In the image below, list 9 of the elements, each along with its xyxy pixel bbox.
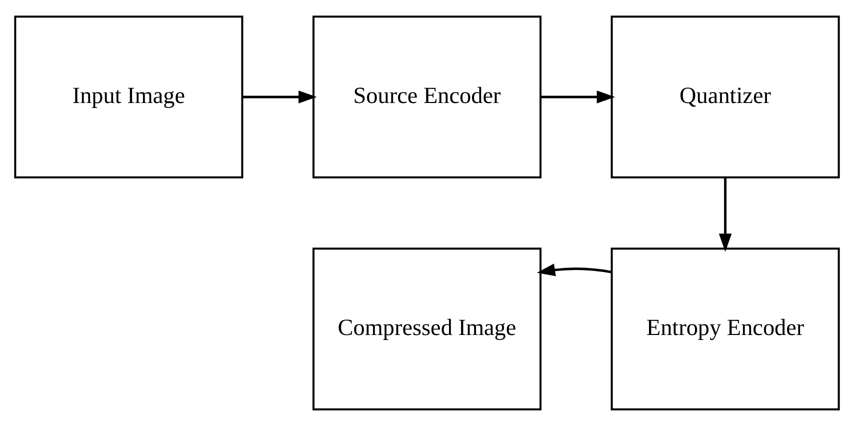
node-box: Compressed Image	[312, 248, 542, 410]
arrow	[718, 178, 732, 252]
arrow	[242, 90, 317, 104]
arrow	[540, 90, 616, 104]
node-box: Source Encoder	[312, 16, 542, 178]
node-box: Input Image	[14, 16, 244, 178]
node-box: Entropy Encoder	[610, 248, 840, 410]
node-box: Quantizer	[610, 16, 840, 178]
arrow	[536, 264, 612, 276]
